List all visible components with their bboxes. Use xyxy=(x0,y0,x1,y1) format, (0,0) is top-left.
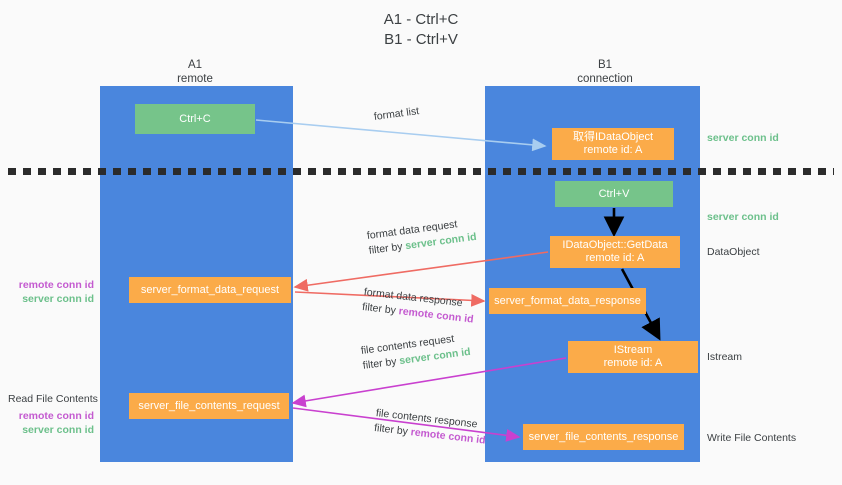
column-a1-name: A1 xyxy=(187,59,203,71)
column-b1-name: B1 xyxy=(597,59,613,71)
title-line-1: A1 - Ctrl+C xyxy=(383,11,459,28)
diagram-title: A1 - Ctrl+C B1 - Ctrl+V xyxy=(0,10,842,50)
box-server-format-data-request-label: server_format_data_request xyxy=(140,283,280,296)
label-conn-ids-format: remote conn id server conn id xyxy=(8,278,94,306)
label-conn-ids-file: remote conn id server conn id xyxy=(8,409,94,437)
box-server-format-data-request[interactable]: server_format_data_request xyxy=(129,277,291,303)
arrow-file-contents-response xyxy=(292,407,521,442)
column-b1-sub: connection xyxy=(577,73,633,85)
column-header-a1: A1 remote xyxy=(95,58,295,86)
box-getdata-line-2: remote id: A xyxy=(585,252,645,264)
label-dataobject: DataObject xyxy=(707,245,760,259)
label-istream-text: Istream xyxy=(707,351,743,363)
box-idataobject-line-1: 取得IDataObject xyxy=(572,131,654,143)
box-ctrl-c-label: Ctrl+C xyxy=(179,112,211,125)
label-server-conn-id-top-text: server conn id xyxy=(707,132,779,144)
label-dataobject-text: DataObject xyxy=(707,246,760,258)
label-write-file-contents-text: Write File Contents xyxy=(707,432,797,444)
box-idataobject-getdata[interactable]: IDataObject::GetData remote id: A xyxy=(550,236,680,268)
title-line-2: B1 - Ctrl+V xyxy=(384,31,458,48)
box-idataobject-line-2: remote id: A xyxy=(583,144,643,156)
arrow-format-data-response xyxy=(294,291,486,307)
box-idataobject[interactable]: 取得IDataObject remote id: A xyxy=(552,128,674,160)
box-server-format-data-response-label: server_format_data_response xyxy=(494,294,641,307)
box-ctrl-c[interactable]: Ctrl+C xyxy=(135,104,255,134)
edge-file-contents-request-filter-prefix: filter by xyxy=(362,355,401,372)
box-server-file-contents-response[interactable]: server_file_contents_response xyxy=(523,424,684,450)
edge-format-data-request-filter-prefix: filter by xyxy=(368,240,407,257)
box-ctrl-v[interactable]: Ctrl+V xyxy=(555,181,673,207)
box-ctrl-v-label: Ctrl+V xyxy=(598,187,630,200)
column-a1-sub: remote xyxy=(177,73,213,85)
edge-file-contents-response-filter-prefix: filter by xyxy=(373,421,412,439)
edge-format-data-response-filter-prefix: filter by xyxy=(361,300,400,318)
label-istream: Istream xyxy=(707,350,742,364)
box-istream-line-1: IStream xyxy=(613,344,653,356)
label-server-conn-id-mid: server conn id xyxy=(707,210,779,224)
label-server-conn-id-2: server conn id xyxy=(22,424,94,436)
box-getdata-line-1: IDataObject::GetData xyxy=(562,239,668,251)
label-read-file-contents: Read File Contents xyxy=(8,392,98,406)
box-server-format-data-response[interactable]: server_format_data_response xyxy=(489,288,646,314)
label-server-conn-id-1: server conn id xyxy=(22,293,94,305)
arrow-file-contents-request xyxy=(291,357,567,408)
label-remote-conn-id-1: remote conn id xyxy=(18,279,94,291)
column-header-b1: B1 connection xyxy=(505,58,705,86)
arrow-format-data-request xyxy=(293,251,549,292)
label-remote-conn-id-2: remote conn id xyxy=(18,410,94,422)
box-server-file-contents-response-label: server_file_contents_response xyxy=(528,430,679,443)
label-write-file-contents: Write File Contents xyxy=(707,431,796,445)
arrow-format-list xyxy=(255,119,547,152)
box-istream[interactable]: IStream remote id: A xyxy=(568,341,698,373)
box-server-file-contents-request-label: server_file_contents_request xyxy=(138,399,280,412)
box-istream-line-2: remote id: A xyxy=(603,357,663,369)
phase-divider-dashed-line xyxy=(8,168,834,175)
label-server-conn-id-top: server conn id xyxy=(707,131,779,145)
label-read-file-contents-text: Read File Contents xyxy=(8,393,98,405)
label-server-conn-id-mid-text: server conn id xyxy=(707,211,779,223)
box-server-file-contents-request[interactable]: server_file_contents_request xyxy=(129,393,289,419)
